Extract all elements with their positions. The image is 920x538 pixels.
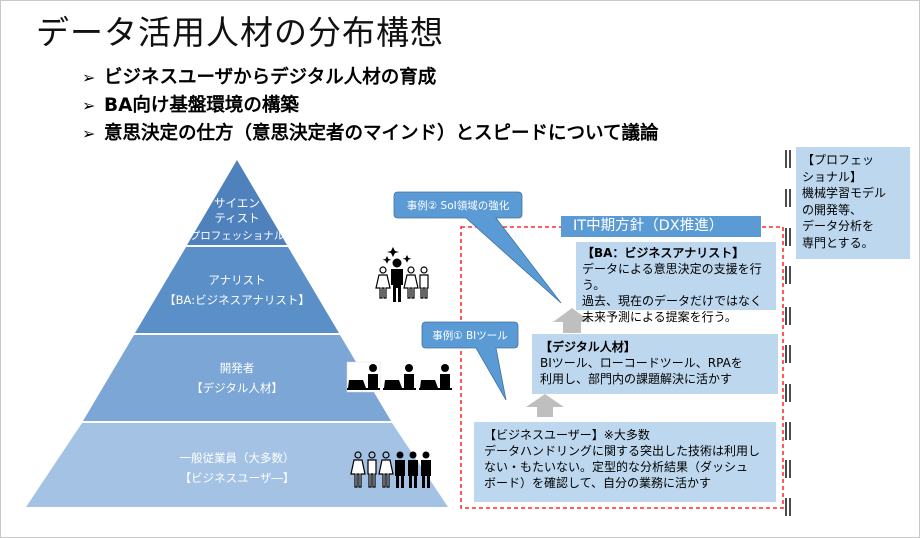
tier-title: サイエン: [214, 196, 260, 210]
arrow-bullet-icon: ➢: [82, 68, 96, 87]
box-line: ない・もたいない。定型的な分析結果（ダッシュ: [484, 460, 749, 474]
box-line: 未来予測による提案を行う。: [582, 310, 737, 324]
bullet-item: ➢ BA向け基盤環境の構築: [82, 92, 658, 120]
digital-description-box: 【デジタル人材】 BIツール、ローコードツール、RPAを 利用し、部門内の課題解…: [532, 334, 778, 394]
tier-title: アナリスト: [208, 273, 266, 287]
arrow-bullet-icon: ➢: [82, 96, 96, 115]
bullet-item: ➢ 意思決定の仕方（意思決定者のマインド）とスピードについて議論: [82, 120, 658, 148]
callout-case2-label: 事例② SoI領域の強化: [406, 200, 510, 212]
bullet-text: 意思決定の仕方（意思決定者のマインド）とスピードについて議論: [104, 123, 659, 144]
box-line: ショナル】: [802, 169, 863, 184]
box-line: 【プロフェッ: [802, 153, 875, 167]
pyramid-tier-developer: [83, 335, 391, 421]
pyramid-tier-scientist: [187, 160, 287, 245]
callout-case2-shape: [393, 191, 562, 304]
professional-description-box: 【プロフェッ ショナル】 機械学習モデル の開発等、 データ分析を 専門とする。: [796, 147, 910, 259]
box-line: データ分析を: [802, 219, 875, 233]
box-line: BIツール、ローコードツール、RPAを: [540, 356, 743, 370]
arrow-bullet-icon: ➢: [82, 124, 96, 143]
slide-title: データ活用人材の分布構想: [36, 13, 444, 52]
developer-laptop-icon: [383, 362, 416, 392]
business-user-description-box: 【ビジネスユーザー】※大多数 データハンドリングに関する突出した技術は利用し な…: [474, 422, 776, 502]
box-header: 【デジタル人材】: [540, 340, 636, 354]
callout-case1-shape: [421, 321, 519, 401]
ba-description-box: 【BA：ビジネスアナリスト】 データによる意思決定の支援を行う。 過去、現在のデ…: [576, 242, 776, 324]
box-header: 【ビジネスユーザー】※大多数: [484, 428, 650, 442]
pyramid-label-developer: 開発者 【デジタル人材】: [137, 358, 337, 398]
vertical-separator: [785, 150, 791, 516]
tier-subtitle: 【BA:ビジネスアナリスト】: [164, 293, 310, 307]
tier-subtitle: 【ビジネスユーザ―】: [179, 471, 295, 485]
pyramid-label-analyst: アナリスト 【BA:ビジネスアナリスト】: [137, 270, 337, 310]
tier-title: 一般従業員（大多数）: [179, 451, 295, 465]
box-line: ボード）を確認して、自分の業務に活かす: [484, 476, 712, 490]
it-plan-banner: IT中期方針（DX推進）: [561, 216, 761, 237]
pyramid-tier-analyst: [135, 247, 339, 333]
box-line: 過去、現在のデータだけではなく: [582, 294, 763, 308]
up-arrow-icon: [526, 394, 564, 417]
developer-laptop-icon: [346, 361, 381, 393]
box-line: 利用し、部門内の課題解決に活かす: [540, 372, 733, 386]
box-line: データハンドリングに関する突出した技術は利用し: [484, 444, 761, 458]
up-arrow-icon: [553, 308, 591, 333]
box-line: 専門とする。: [802, 235, 874, 250]
box-line: の開発等、: [802, 202, 863, 217]
analyst-group-icon: [375, 247, 429, 302]
pyramid-label-business-user: 一般従業員（大多数） 【ビジネスユーザ―】: [137, 448, 337, 488]
developer-laptop-icon: [419, 362, 452, 392]
tier-title: ティスト: [214, 211, 260, 225]
box-line: 機械学習モデル: [802, 186, 887, 200]
box-header: 【BA：ビジネスアナリスト】: [582, 246, 745, 260]
tier-title: 開発者: [219, 361, 255, 375]
bullet-list: ➢ ビジネスユーザからデジタル人材の育成 ➢ BA向け基盤環境の構築 ➢ 意思決定の仕…: [82, 64, 658, 148]
tier-subtitle: 【プロフェッショナル】: [179, 230, 295, 242]
box-line: データによる意思決定の支援を行う。: [582, 262, 762, 292]
bullet-text: BA向け基盤環境の構築: [104, 95, 299, 116]
callout-case1-label: 事例① BIツール: [432, 330, 508, 342]
business-users-group-icon: [350, 451, 431, 488]
pyramid-label-scientist: サイエン ティスト 【プロフェッショナル】: [177, 196, 297, 244]
pyramid-tier-business-user: [26, 423, 448, 507]
bullet-text: ビジネスユーザからデジタル人材の育成: [104, 67, 437, 88]
bullet-item: ➢ ビジネスユーザからデジタル人材の育成: [82, 64, 658, 92]
tier-subtitle: 【デジタル人材】: [191, 381, 283, 395]
